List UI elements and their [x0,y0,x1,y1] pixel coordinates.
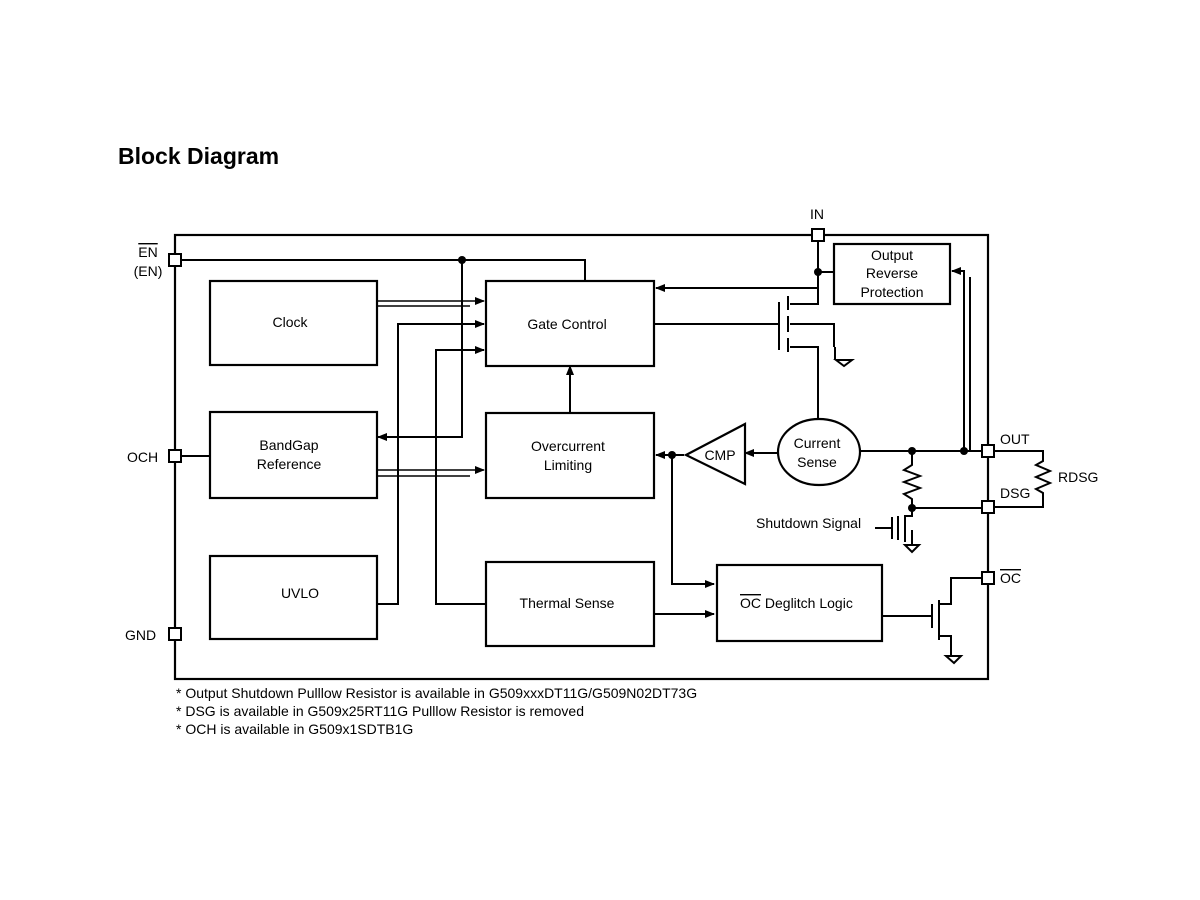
cmp-comparator [683,422,747,486]
bandgap-label-1: BandGap [259,437,318,453]
output-reverse-protection-block [832,242,952,306]
pin-out [981,444,995,458]
gate-control-block [484,279,656,368]
pin-oc-label: OC [1000,570,1021,586]
pin-en [168,253,182,267]
bandgap-label-2: Reference [257,456,322,472]
pin-in [811,228,825,242]
pin-dsg [981,500,995,514]
footnote: * DSG is available in G509x25RT11G Pulll… [176,703,584,719]
pin-oc [981,571,995,585]
pin-en-label: EN [138,244,157,260]
gate-control-label: Gate Control [527,316,606,332]
thermal-sense-block [484,560,656,648]
footnote: * Output Shutdown Pulllow Resistor is av… [176,685,698,701]
pin-och-label: OCH [127,449,158,465]
pin-gnd [168,627,182,641]
clock-block [208,279,379,367]
page-title: Block Diagram [118,143,280,169]
clock-label: Clock [272,314,308,330]
pin-out-label: OUT [1000,431,1030,447]
output-reverse-label-2: Reverse [866,265,918,281]
overcurrent-limiting-block [484,411,656,500]
pin-gnd-label: GND [125,627,156,643]
overcurrent-label-1: Overcurrent [531,438,605,454]
shutdown-signal-label: Shutdown Signal [756,515,861,531]
current-sense-label-1: Current [794,435,841,451]
footnote: * OCH is available in G509x1SDTB1G [176,721,414,737]
oc-deglitch-label: OC Deglitch Logic [740,595,853,611]
output-reverse-label-1: Output [871,247,913,263]
thermal-sense-label: Thermal Sense [520,595,615,611]
oc-deglitch-logic-block [715,563,884,643]
overcurrent-label-2: Limiting [544,457,592,473]
pin-en-alt-label: (EN) [134,263,163,279]
bandgap-reference-block [208,410,379,500]
pin-dsg-label: DSG [1000,485,1030,501]
uvlo-label: UVLO [281,585,319,601]
current-sense-label-2: Sense [797,454,837,470]
cmp-label: CMP [704,447,735,463]
pin-och [168,449,182,463]
pin-in-label: IN [810,206,824,222]
footnotes: * Output Shutdown Pulllow Resistor is av… [176,684,697,738]
current-sense-block [776,417,862,487]
output-reverse-label-3: Protection [860,284,923,300]
uvlo-block [208,554,379,641]
rdsg-label: RDSG [1058,469,1098,485]
